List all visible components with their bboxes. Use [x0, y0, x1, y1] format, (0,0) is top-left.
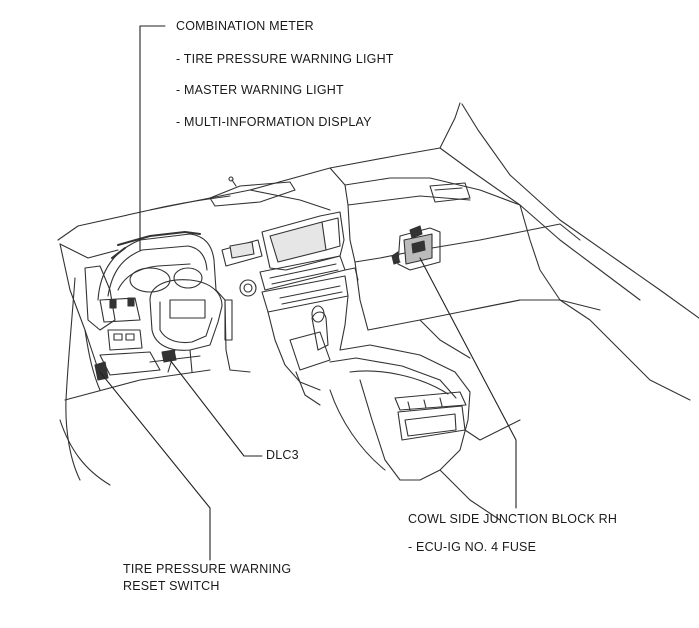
- label-dlc3: DLC3: [266, 448, 299, 462]
- label-tire-pressure-warning-light: - TIRE PRESSURE WARNING LIGHT: [176, 52, 394, 66]
- dash-top-outline: [58, 103, 699, 318]
- leader-combination-meter: [140, 26, 165, 250]
- defroster-vent: [210, 177, 295, 206]
- center-console: [290, 306, 470, 480]
- label-master-warning-light: - MASTER WARNING LIGHT: [176, 83, 344, 97]
- label-combination-meter: COMBINATION METER: [176, 19, 314, 33]
- label-multi-information-display: - MULTI-INFORMATION DISPLAY: [176, 115, 372, 129]
- leader-lines: [100, 26, 516, 560]
- label-reset-switch-line1: TIRE PRESSURE WARNING: [123, 562, 292, 576]
- dlc3-connector: [150, 350, 200, 362]
- lower-right-outline: [60, 300, 690, 520]
- leader-dlc3: [170, 360, 262, 456]
- leader-cowl-junction: [420, 258, 516, 508]
- passenger-dash: [345, 178, 600, 358]
- center-stack: [216, 205, 358, 390]
- cowl-side-junction-block: [392, 226, 440, 270]
- label-cowl-side-junction-block: COWL SIDE JUNCTION BLOCK RH: [408, 512, 618, 526]
- leader-reset-switch: [100, 372, 210, 560]
- label-reset-switch-line2: RESET SWITCH: [123, 579, 220, 593]
- label-ecu-ig-fuse: - ECU-IG NO. 4 FUSE: [408, 540, 537, 554]
- combination-meter: [98, 232, 216, 300]
- left-dash-panel: [60, 244, 210, 480]
